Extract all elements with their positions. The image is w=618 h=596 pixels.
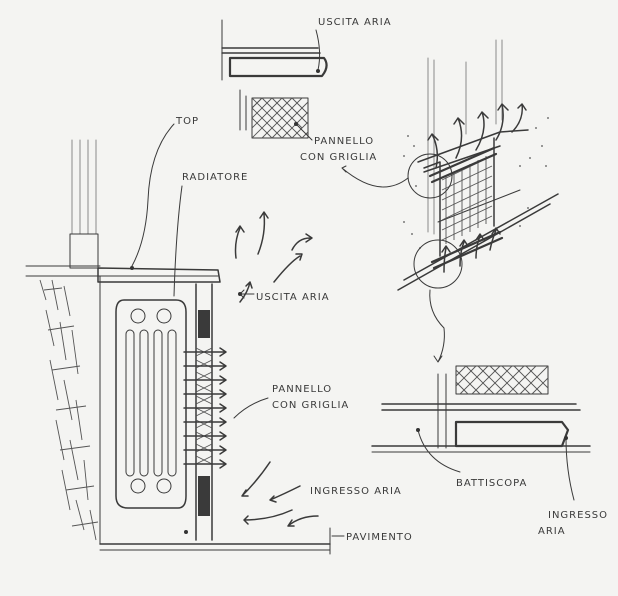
leader-dot [184,530,188,534]
label-main-panel-2: CON GRIGLIA [272,400,349,411]
radiator [115,299,187,509]
leader-top-right-outlet [315,29,321,71]
front-panel [195,283,213,541]
callout-leader-bottom [429,289,445,363]
leader-main-panel [233,397,269,419]
label-floor: PAVIMENTO [346,532,413,543]
leader-bottom-inlet [565,437,575,501]
leader-top [131,123,175,267]
airflow-arrows-main [183,211,319,527]
floor [99,527,331,555]
label-inlet: INGRESSO ARIA [310,486,402,497]
leader-dot [130,266,134,270]
label-bottom-inlet-1: INGRESSO [548,510,608,521]
bottom-detail-grille [455,365,549,395]
top-shelf [97,267,221,283]
leader-radiator [173,185,183,297]
perspective-inlet-slot [430,230,504,270]
label-bottom-inlet-2: ARIA [538,526,566,537]
panel-slot [198,310,210,338]
label-top: TOP [175,116,199,127]
label-skirting: BATTISCOPA [456,478,527,489]
perspective-dust-dots [403,117,549,249]
perspective-grille [441,155,493,244]
wall-section [25,265,101,545]
detail-callout-circle-top [407,153,453,199]
detail-callout-circle-bottom [413,239,463,289]
label-radiator: RADIATORE [182,172,248,183]
label-top-right-outlet: USCITA ARIA [318,17,392,28]
label-top-right-panel-2: CON GRIGLIA [300,152,377,163]
leader-dot [316,69,320,73]
window-frame-lines [69,139,99,269]
perspective-outlet-slot [428,146,498,184]
leader-dot [294,122,298,126]
leader-skirting [417,429,461,473]
callout-leader-top [341,165,409,188]
leader-dot [416,428,420,432]
label-top-right-panel-1: PANNELLO [314,136,374,147]
top-detail-outlet [221,19,328,131]
bottom-detail-skirting [454,420,570,448]
leader-dot [238,292,242,296]
perspective-air-arrows [427,103,527,273]
label-main-outlet: USCITA ARIA [256,292,330,303]
panel-slot [198,476,210,516]
label-main-panel-1: PANNELLO [272,384,332,395]
leader-dot [564,436,568,440]
top-detail-grille [251,97,309,139]
